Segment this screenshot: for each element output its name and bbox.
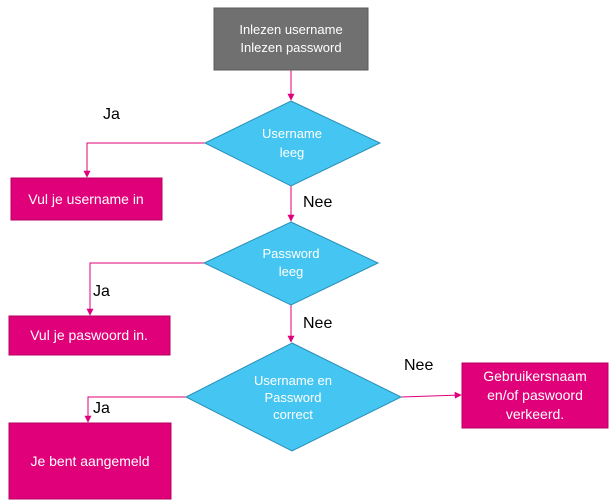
start-node: Inlezen username Inlezen password: [213, 7, 369, 71]
decision-password-empty: Password leeg: [202, 221, 380, 306]
label-nee-password: Nee: [303, 315, 332, 332]
decision-username-line-2: leeg: [280, 145, 305, 160]
decision-password-line-2: leeg: [279, 264, 304, 279]
decision-correct-line-1: Username en: [254, 373, 332, 388]
label-ja-password: Ja: [93, 283, 110, 300]
edge-correct-ja: [84, 396, 186, 423]
label-nee-username: Nee: [303, 194, 332, 211]
edge-correct-nee: [400, 391, 462, 399]
edge-username-ja: [83, 142, 205, 178]
action-enter-password-text: Vul je paswoord in.: [30, 327, 148, 343]
decision-username-empty: Username leeg: [203, 100, 382, 187]
action-wrong-line-3: verkeerd.: [506, 406, 564, 422]
decision-credentials-correct: Username en Password correct: [184, 342, 403, 452]
label-ja-username: Ja: [103, 106, 120, 123]
action-wrong-line-1: Gebruikersnaam: [483, 368, 587, 384]
decision-username-line-1: Username: [262, 126, 322, 141]
start-line-2: Inlezen password: [240, 40, 341, 55]
edge-password-ja: [86, 262, 204, 316]
action-wrong-credentials: Gebruikersnaam en/of paswoord verkeerd.: [461, 362, 609, 429]
decision-password-line-1: Password: [262, 246, 319, 261]
decision-correct-line-2: Password: [264, 390, 321, 405]
action-enter-username-text: Vul je username in: [28, 191, 143, 207]
action-logged-in: Je bent aangemeld: [8, 422, 172, 500]
action-logged-in-text: Je bent aangemeld: [30, 453, 149, 469]
action-enter-password: Vul je paswoord in.: [8, 315, 171, 356]
action-enter-username: Vul je username in: [10, 177, 163, 221]
action-wrong-line-2: en/of paswoord: [487, 387, 583, 403]
start-line-1: Inlezen username: [239, 22, 342, 37]
label-ja-correct: Ja: [93, 400, 110, 417]
label-nee-correct: Nee: [404, 357, 433, 374]
decision-correct-line-3: correct: [273, 407, 313, 422]
